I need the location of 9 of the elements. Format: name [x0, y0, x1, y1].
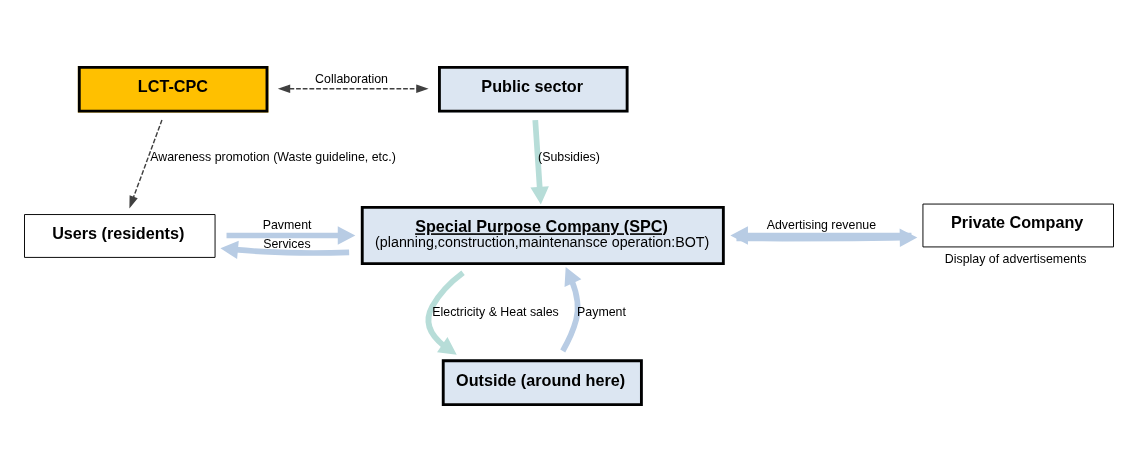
- node-label: Display of advertisements: [944, 251, 1087, 266]
- edge-label: Advertising revenue: [766, 217, 877, 232]
- edge-label: Awareness promotion (Waste guideline, etc.): [150, 149, 396, 164]
- edge-label: Payment: [577, 304, 626, 319]
- edge-label: Services: [263, 236, 311, 251]
- edge-label: (Subsidies): [538, 149, 600, 164]
- edge-label: Electricity & Heat sales: [432, 304, 559, 319]
- edge-label: Collaboration: [315, 70, 389, 85]
- edge-label: Pavment: [262, 217, 312, 232]
